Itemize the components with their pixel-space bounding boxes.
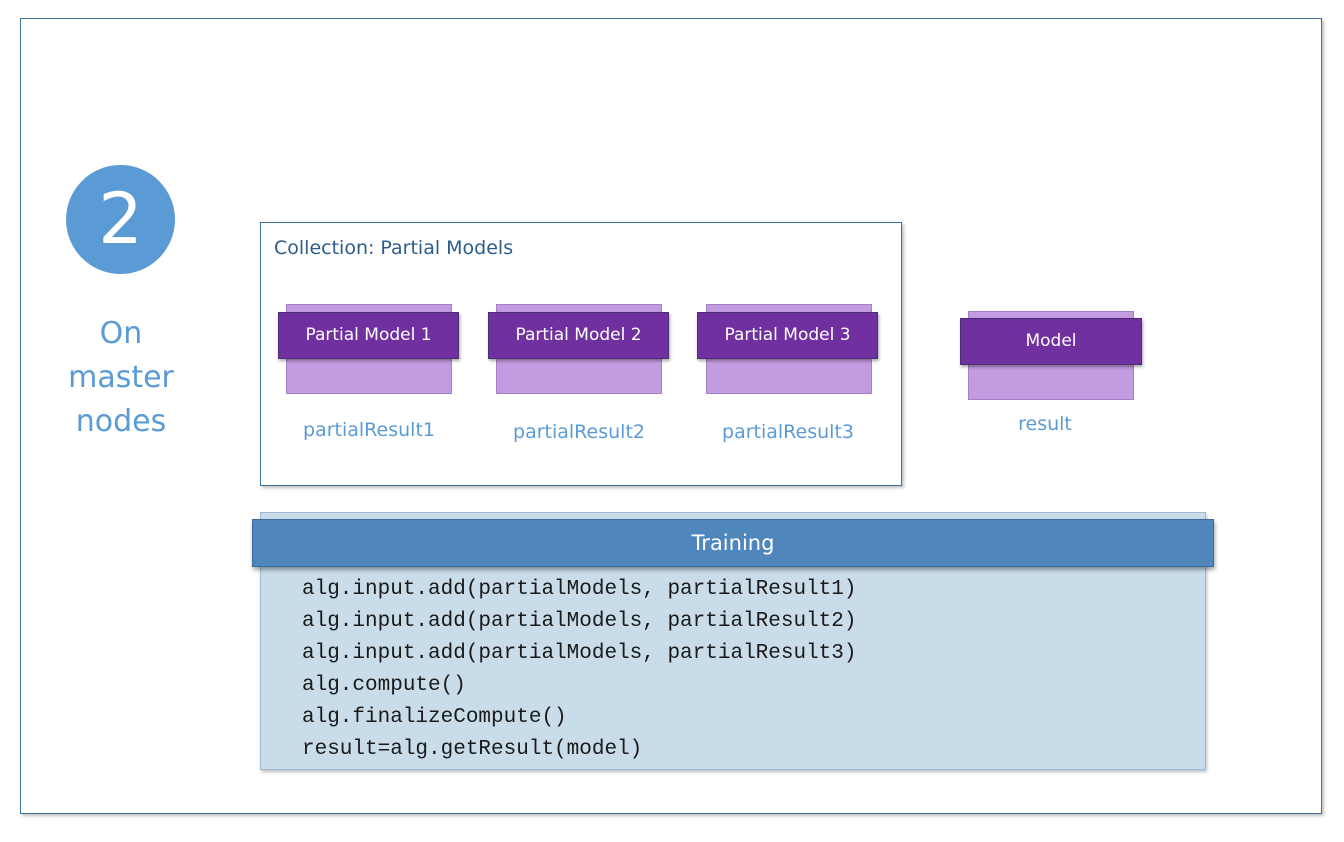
code-line: alg.input.add(partialModels, partialResu… [302, 642, 857, 665]
partial-model-1-header: Partial Model 1 [278, 312, 459, 359]
step-caption: On master nodes [50, 312, 192, 444]
code-line: alg.input.add(partialModels, partialResu… [302, 578, 857, 601]
partial-result-3-label: partialResult3 [722, 421, 854, 443]
step-caption-line: master [68, 360, 174, 395]
training-code: alg.input.add(partialModels, partialResu… [302, 574, 857, 766]
step-caption-line: On [99, 316, 143, 351]
code-line: alg.finalizeCompute() [302, 706, 567, 729]
partial-model-3-header: Partial Model 3 [697, 312, 878, 359]
step-caption-line: nodes [75, 404, 167, 439]
step-number-badge: 2 [66, 165, 175, 274]
result-label: result [1018, 413, 1072, 435]
partial-result-2-label: partialResult2 [513, 421, 645, 443]
partial-result-1-label: partialResult1 [303, 419, 435, 441]
code-line: alg.compute() [302, 674, 466, 697]
code-line: result=alg.getResult(model) [302, 738, 643, 761]
result-model-header: Model [960, 318, 1142, 365]
training-header: Training [252, 519, 1214, 567]
partial-model-2-header: Partial Model 2 [488, 312, 669, 359]
code-line: alg.input.add(partialModels, partialResu… [302, 610, 857, 633]
collection-title: Collection: Partial Models [274, 237, 514, 259]
